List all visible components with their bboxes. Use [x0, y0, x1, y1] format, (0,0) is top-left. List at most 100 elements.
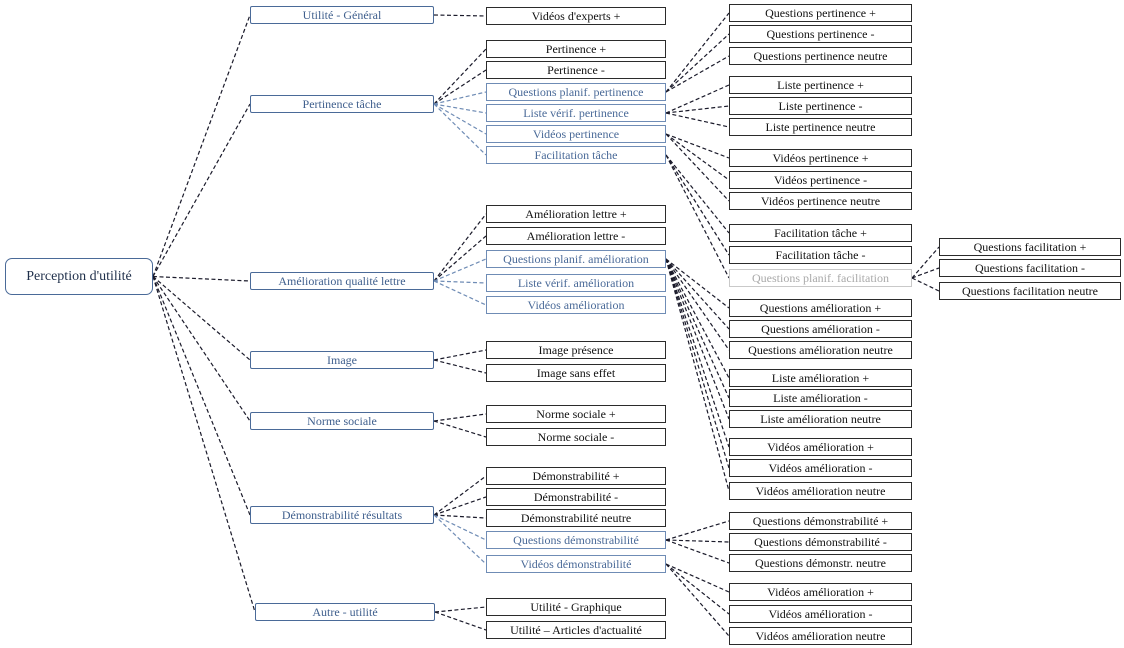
edge-n_root-c5 [152, 276, 251, 422]
edge-c5-i_nsm [433, 420, 487, 438]
category-pertinence-tache: Pertinence tâche [250, 95, 434, 113]
edge-i_vd-o_vd1 [665, 563, 730, 593]
item-pertinence-plus: Pertinence + [486, 40, 666, 58]
edge-c2-i_ft [433, 103, 487, 156]
item-videos-amelioration: Vidéos amélioration [486, 296, 666, 314]
outcome-liste-pertinence-minus: Liste pertinence - [729, 97, 912, 115]
outcome-questions-demonstr-neutre: Questions démonstr. neutre [729, 554, 912, 572]
item-demonstrabilite-neutre: Démonstrabilité neutre [486, 509, 666, 527]
outcome-liste-amelioration-neutre: Liste amélioration neutre [729, 410, 912, 428]
edge-i_vp-o_vp2 [665, 133, 730, 181]
outcome-questions-pertinence-plus: Questions pertinence + [729, 4, 912, 22]
item-image-sans-effet: Image sans effet [486, 364, 666, 382]
edge-i_qd-o_qd3 [665, 539, 730, 564]
edge-i_qpp-o_qp2 [665, 33, 730, 93]
edge-c6-i_dn [433, 514, 487, 519]
item-liste-verif-pertinence: Liste vérif. pertinence [486, 104, 666, 122]
outcome-questions-amelioration-neutre: Questions amélioration neutre [729, 341, 912, 359]
outcome-videos-amelioration-neutre-2: Vidéos amélioration neutre [729, 627, 912, 645]
item-questions-demonstrabilite: Questions démonstrabilité [486, 531, 666, 549]
outcome-questions-demonstrabilite-plus: Questions démonstrabilité + [729, 512, 912, 530]
edge-c3-i_alm [433, 235, 487, 282]
category-utilite-general: Utilité - Général [250, 6, 434, 24]
edge-i_ft-o_ft1 [665, 154, 730, 234]
edge-i_vp-o_vp3 [665, 133, 730, 202]
edge-c6-i_vd [433, 514, 487, 565]
root-node: Perception d'utilité [5, 258, 153, 295]
item-questions-planif-pertinence: Questions planif. pertinence [486, 83, 666, 101]
edge-o_qpf-f3 [911, 277, 940, 292]
edge-n_root-c2 [152, 103, 251, 277]
edge-n_root-c7 [152, 276, 256, 613]
item-amelioration-lettre-plus: Amélioration lettre + [486, 205, 666, 223]
outcome-questions-amelioration-plus: Questions amélioration + [729, 299, 912, 317]
item-pertinence-minus: Pertinence - [486, 61, 666, 79]
item-questions-planif-amelioration: Questions planif. amélioration [486, 250, 666, 268]
edge-i_qpa-o_la2 [665, 258, 730, 399]
outcome-liste-amelioration-minus: Liste amélioration - [729, 389, 912, 407]
edge-i_qpa-o_la3 [665, 258, 730, 420]
outcome-questions-pertinence-minus: Questions pertinence - [729, 25, 912, 43]
outcome-questions-demonstrabilite-minus: Questions démonstrabilité - [729, 533, 912, 551]
edge-i_qpa-o_va2 [665, 258, 730, 469]
edge-i_qpa-o_qa2 [665, 258, 730, 330]
item-liste-verif-amelioration: Liste vérif. amélioration [486, 274, 666, 292]
edge-c3-i_qpa [433, 258, 487, 282]
item-videos-experts: Vidéos d'experts + [486, 7, 666, 25]
edge-i_qd-o_qd2 [665, 539, 730, 543]
category-autre-utilite: Autre - utilité [255, 603, 435, 621]
outcome-videos-pertinence-neutre: Vidéos pertinence neutre [729, 192, 912, 210]
facilitation-questions-neutre: Questions facilitation neutre [939, 282, 1121, 300]
edge-i_vd-o_vd2 [665, 563, 730, 615]
edge-c5-i_nsp [433, 413, 487, 422]
outcome-facilitation-tache-plus: Facilitation tâche + [729, 224, 912, 242]
category-amelioration-qualite-lettre: Amélioration qualité lettre [250, 272, 434, 290]
edge-i_qpp-o_qp1 [665, 12, 730, 93]
edge-i_lvp-o_lp1 [665, 84, 730, 114]
item-utilite-graphique: Utilité - Graphique [486, 598, 666, 616]
edge-i_qpp-o_qp3 [665, 55, 730, 93]
outcome-videos-amelioration-neutre: Vidéos amélioration neutre [729, 482, 912, 500]
edge-c7-i_ug [434, 606, 487, 613]
category-norme-sociale: Norme sociale [250, 412, 434, 430]
edge-c2-i_qpp [433, 91, 487, 105]
outcome-videos-amelioration-plus-2: Vidéos amélioration + [729, 583, 912, 601]
edge-o_qpf-f1 [911, 246, 940, 279]
edge-i_qpa-o_la1 [665, 258, 730, 379]
edge-c2-i_lvp [433, 103, 487, 114]
outcome-facilitation-tache-minus: Facilitation tâche - [729, 246, 912, 264]
item-utilite-articles-actualite: Utilité – Articles d'actualité [486, 621, 666, 639]
edge-i_qpa-o_va1 [665, 258, 730, 448]
outcome-videos-pertinence-minus: Vidéos pertinence - [729, 171, 912, 189]
edge-c4-i_ise [433, 359, 487, 374]
edge-n_root-c3 [152, 275, 251, 282]
edge-c6-i_dm [433, 496, 487, 516]
item-demonstrabilite-minus: Démonstrabilité - [486, 488, 666, 506]
item-amelioration-lettre-minus: Amélioration lettre - [486, 227, 666, 245]
edge-c6-i_qd [433, 514, 487, 541]
edge-i_qd-o_qd1 [665, 520, 730, 541]
facilitation-questions-plus: Questions facilitation + [939, 238, 1121, 256]
edge-i_ft-o_qpf [665, 154, 730, 279]
outcome-questions-planif-facilitation: Questions planif. facilitation [729, 269, 912, 287]
edge-c1-i_ve [433, 14, 487, 17]
item-norme-sociale-plus: Norme sociale + [486, 405, 666, 423]
outcome-videos-pertinence-plus: Vidéos pertinence + [729, 149, 912, 167]
edge-i_vp-o_vp1 [665, 133, 730, 159]
item-facilitation-tache: Facilitation tâche [486, 146, 666, 164]
edge-c7-i_ua [434, 611, 487, 631]
edge-c2-i_pp [433, 48, 487, 105]
edge-c3-i_va [433, 280, 487, 306]
edge-n_root-c4 [152, 276, 251, 361]
outcome-questions-pertinence-neutre: Questions pertinence neutre [729, 47, 912, 65]
item-norme-sociale-minus: Norme sociale - [486, 428, 666, 446]
category-image: Image [250, 351, 434, 369]
outcome-videos-amelioration-minus-2: Vidéos amélioration - [729, 605, 912, 623]
edge-c3-i_lva [433, 280, 487, 284]
edge-i_vd-o_vd3 [665, 563, 730, 637]
edge-i_qpa-o_va3 [665, 258, 730, 492]
outcome-videos-amelioration-plus: Vidéos amélioration + [729, 438, 912, 456]
item-demonstrabilite-plus: Démonstrabilité + [486, 467, 666, 485]
item-videos-demonstrabilite: Vidéos démonstrabilité [486, 555, 666, 573]
